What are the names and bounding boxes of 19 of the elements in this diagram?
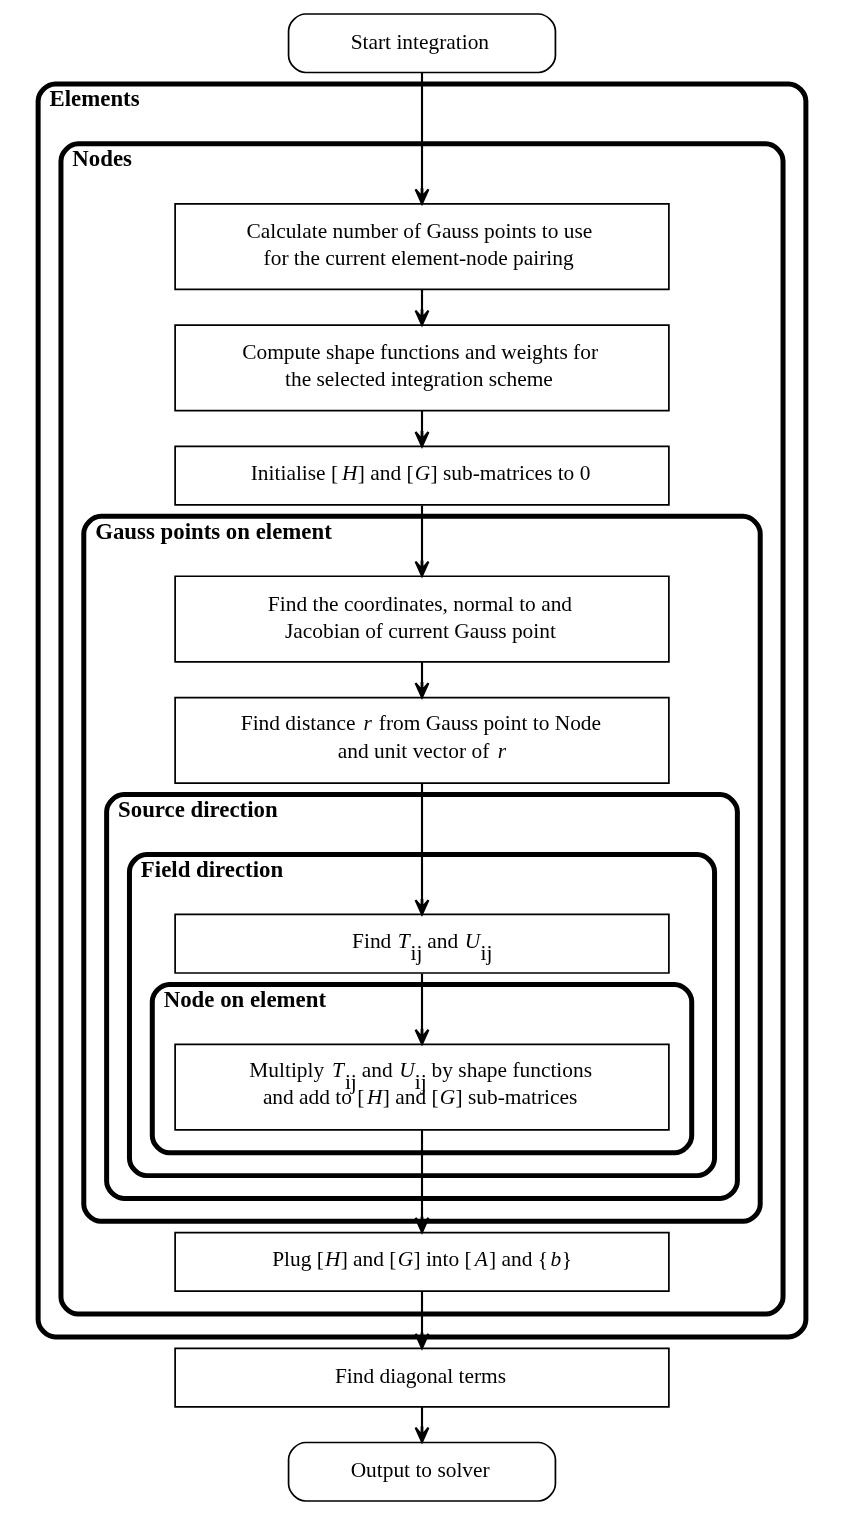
- node-box: Start integration: [287, 13, 557, 74]
- node-box: Calculate number of Gauss points to use for the current element-node pairing: [174, 202, 670, 291]
- node-box: Output to solver: [287, 1441, 557, 1502]
- arrow: [414, 1406, 430, 1443]
- arrow: [414, 973, 430, 1046]
- node-box: Find diagonal terms: [174, 1347, 670, 1408]
- arrow: [414, 505, 430, 577]
- node-box: Find distance r from Gauss point to Node and unit vector of r: [174, 696, 670, 785]
- arrow: [414, 661, 430, 699]
- node-box: Find the coordinates, normal to and Jacobian of current Gauss point: [174, 575, 670, 663]
- arrow: [414, 783, 430, 916]
- arrow: [414, 289, 430, 326]
- node-box: Plug [H] and [G] into [A] and {b}: [174, 1231, 670, 1293]
- arrow: [414, 1291, 430, 1350]
- node-box: Compute shape functions and weights for the selected integration scheme: [174, 324, 670, 412]
- arrow: [414, 72, 430, 205]
- node-box: Initialise [H] and [G] sub-matrices to 0: [174, 445, 670, 506]
- arrow: [414, 1130, 430, 1234]
- arrow: [414, 410, 430, 448]
